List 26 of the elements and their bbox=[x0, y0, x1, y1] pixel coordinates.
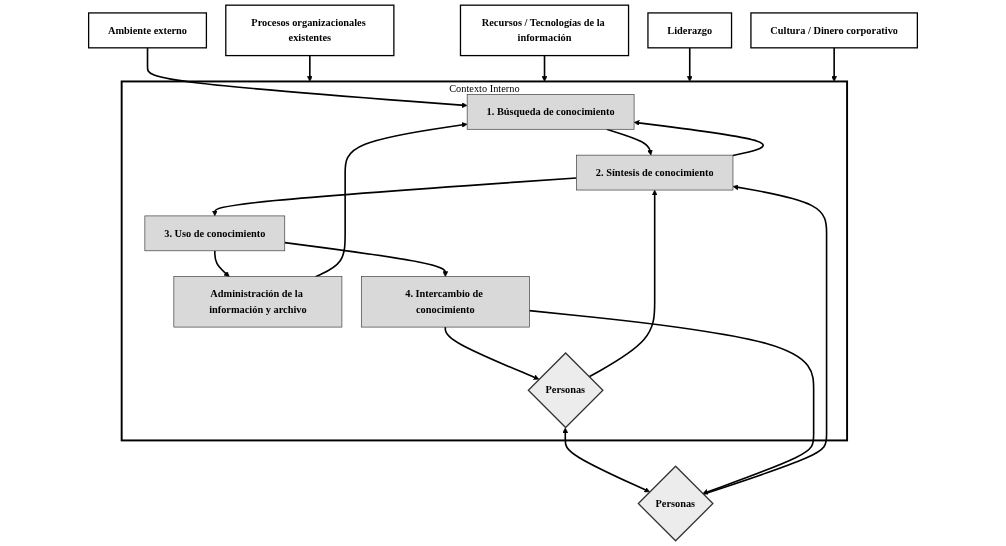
node-box: 2. Síntesis de conocimiento bbox=[576, 154, 734, 191]
node-box: 3. Uso de conocimiento bbox=[144, 215, 286, 252]
arrow bbox=[214, 250, 230, 277]
node-box: Administración de la información y archivo bbox=[173, 276, 343, 328]
arrow bbox=[831, 47, 837, 82]
arrow bbox=[211, 177, 578, 217]
arrow bbox=[307, 54, 313, 82]
node-diamond: Personas bbox=[637, 465, 714, 542]
node-box: 1. Búsqueda de conocimiento bbox=[466, 94, 635, 130]
arrow bbox=[588, 189, 658, 378]
arrow bbox=[686, 47, 693, 82]
arrow bbox=[283, 241, 449, 277]
arrow bbox=[528, 309, 815, 495]
node-box: Recursos / Tecnologías de la información bbox=[459, 4, 630, 57]
arrow bbox=[562, 427, 650, 493]
arrow bbox=[633, 120, 764, 157]
node-diamond: Personas bbox=[527, 352, 604, 429]
arrow bbox=[146, 47, 468, 108]
node-box: Procesos organizacionales existentes bbox=[225, 4, 395, 57]
node-box: Cultura / Dinero corporativo bbox=[750, 12, 918, 49]
arrow bbox=[541, 54, 548, 82]
arrow bbox=[314, 122, 468, 278]
node-box: Liderazgo bbox=[647, 12, 733, 49]
node-box: Ambiente externo bbox=[88, 12, 208, 49]
node-box: 4. Intercambio de conocimiento bbox=[360, 276, 530, 328]
arrow bbox=[444, 326, 540, 380]
